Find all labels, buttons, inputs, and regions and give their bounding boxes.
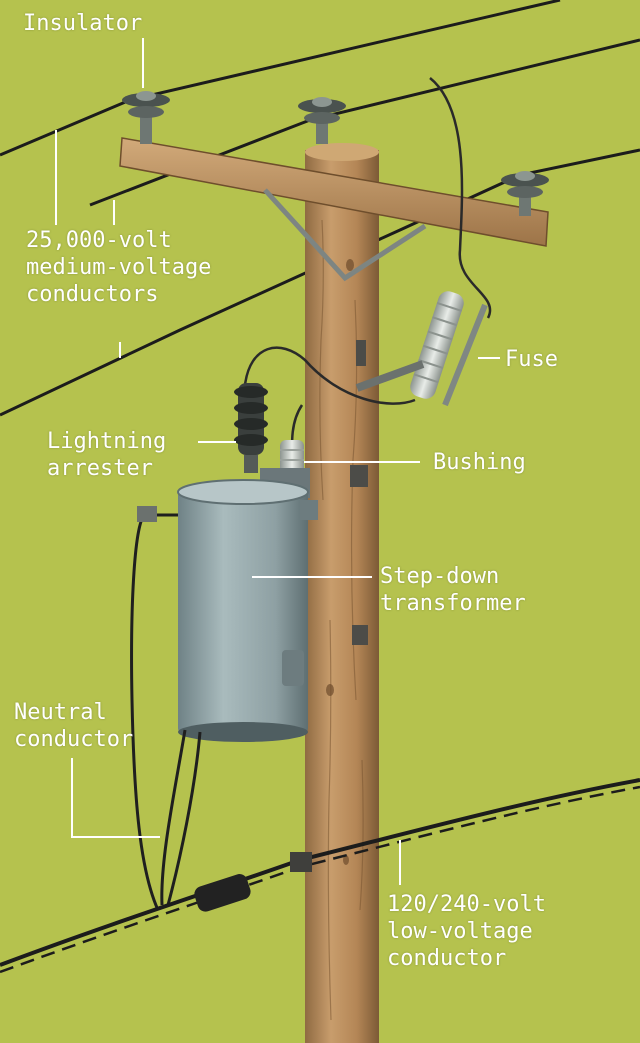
insulator-left (122, 91, 170, 144)
label-insulator: Insulator (23, 10, 142, 37)
label-mv-line-2: medium-voltage (26, 254, 211, 281)
splice-connector (192, 872, 252, 914)
label-bushing: Bushing (433, 449, 526, 476)
label-low-voltage-conductor: 120/240-volt low-voltage conductor (387, 891, 546, 972)
pole-clamp (290, 852, 312, 872)
label-neutral-conductor: Neutral conductor (14, 699, 133, 753)
label-lightning-arrester: Lightning arrester (47, 428, 166, 482)
label-neutral-line-2: conductor (14, 726, 133, 753)
label-lv-line-1: 120/240-volt (387, 891, 546, 918)
label-arrester-line-1: Lightning (47, 428, 166, 455)
label-transformer-line-1: Step-down (380, 563, 526, 590)
leader-neutral (72, 758, 160, 837)
lightning-arrester (234, 383, 268, 473)
label-neutral-line-1: Neutral (14, 699, 133, 726)
transformer-bushing (280, 405, 304, 478)
step-down-transformer (178, 468, 318, 742)
label-lv-line-3: conductor (387, 945, 546, 972)
label-lv-line-2: low-voltage (387, 918, 546, 945)
label-transformer-line-2: transformer (380, 590, 526, 617)
label-step-down-transformer: Step-down transformer (380, 563, 526, 617)
label-fuse: Fuse (505, 346, 558, 373)
label-mv-line-1: 25,000-volt (26, 227, 211, 254)
label-medium-voltage-conductors: 25,000-volt medium-voltage conductors (26, 227, 211, 308)
neutral-terminal (137, 506, 157, 522)
label-mv-line-3: conductors (26, 281, 211, 308)
pole-top (305, 143, 379, 161)
utility-pole (305, 150, 379, 1043)
label-arrester-line-2: arrester (47, 455, 166, 482)
